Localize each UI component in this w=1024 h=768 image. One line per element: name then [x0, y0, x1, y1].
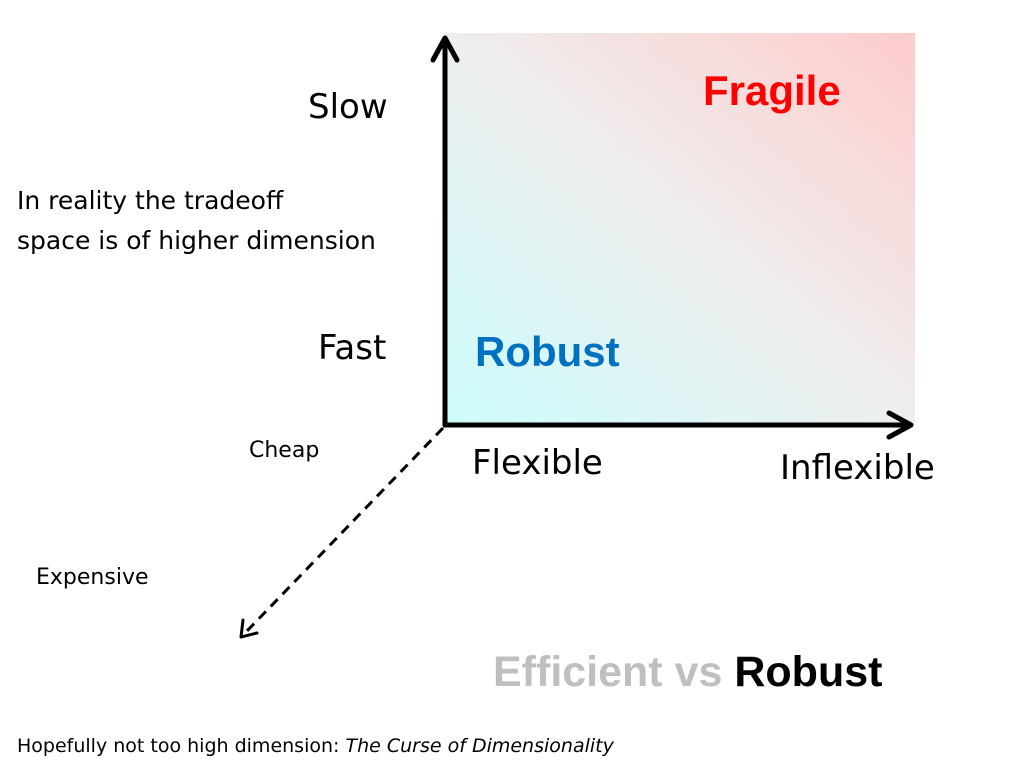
y-axis-bottom-label: Fast — [318, 328, 387, 368]
slide-title-robust: Robust — [734, 648, 883, 696]
tradeoff-quadrant — [445, 33, 915, 425]
slide-title: Efficient vs Robust — [493, 651, 882, 694]
dimension-note-line-1: In reality the tradeoff — [17, 186, 284, 215]
z-axis-far-label: Expensive — [36, 565, 149, 590]
footnote-text: Hopefully not too high dimension: — [17, 735, 346, 757]
z-axis-arrowhead — [239, 618, 259, 639]
dimension-note-line-2: space is of higher dimension — [17, 226, 376, 255]
x-axis-left-label: Flexible — [472, 443, 603, 483]
x-axis-right-label: Inflexible — [780, 448, 935, 488]
footnote: Hopefully not too high dimension: The Cu… — [17, 737, 614, 756]
slide-title-efficient: Efficient vs — [493, 648, 723, 696]
y-axis-arrowhead — [430, 35, 460, 63]
z-axis-near-label: Cheap — [249, 438, 320, 463]
dimension-note: In reality the tradeoff space is of high… — [17, 181, 376, 261]
robust-label: Robust — [475, 328, 620, 375]
z-axis-line — [244, 426, 445, 634]
x-axis-arrowhead — [886, 410, 914, 440]
footnote-italic-reference: The Curse of Dimensionality — [345, 735, 614, 757]
y-axis-top-label: Slow — [308, 87, 388, 127]
fragile-label: Fragile — [703, 67, 841, 114]
